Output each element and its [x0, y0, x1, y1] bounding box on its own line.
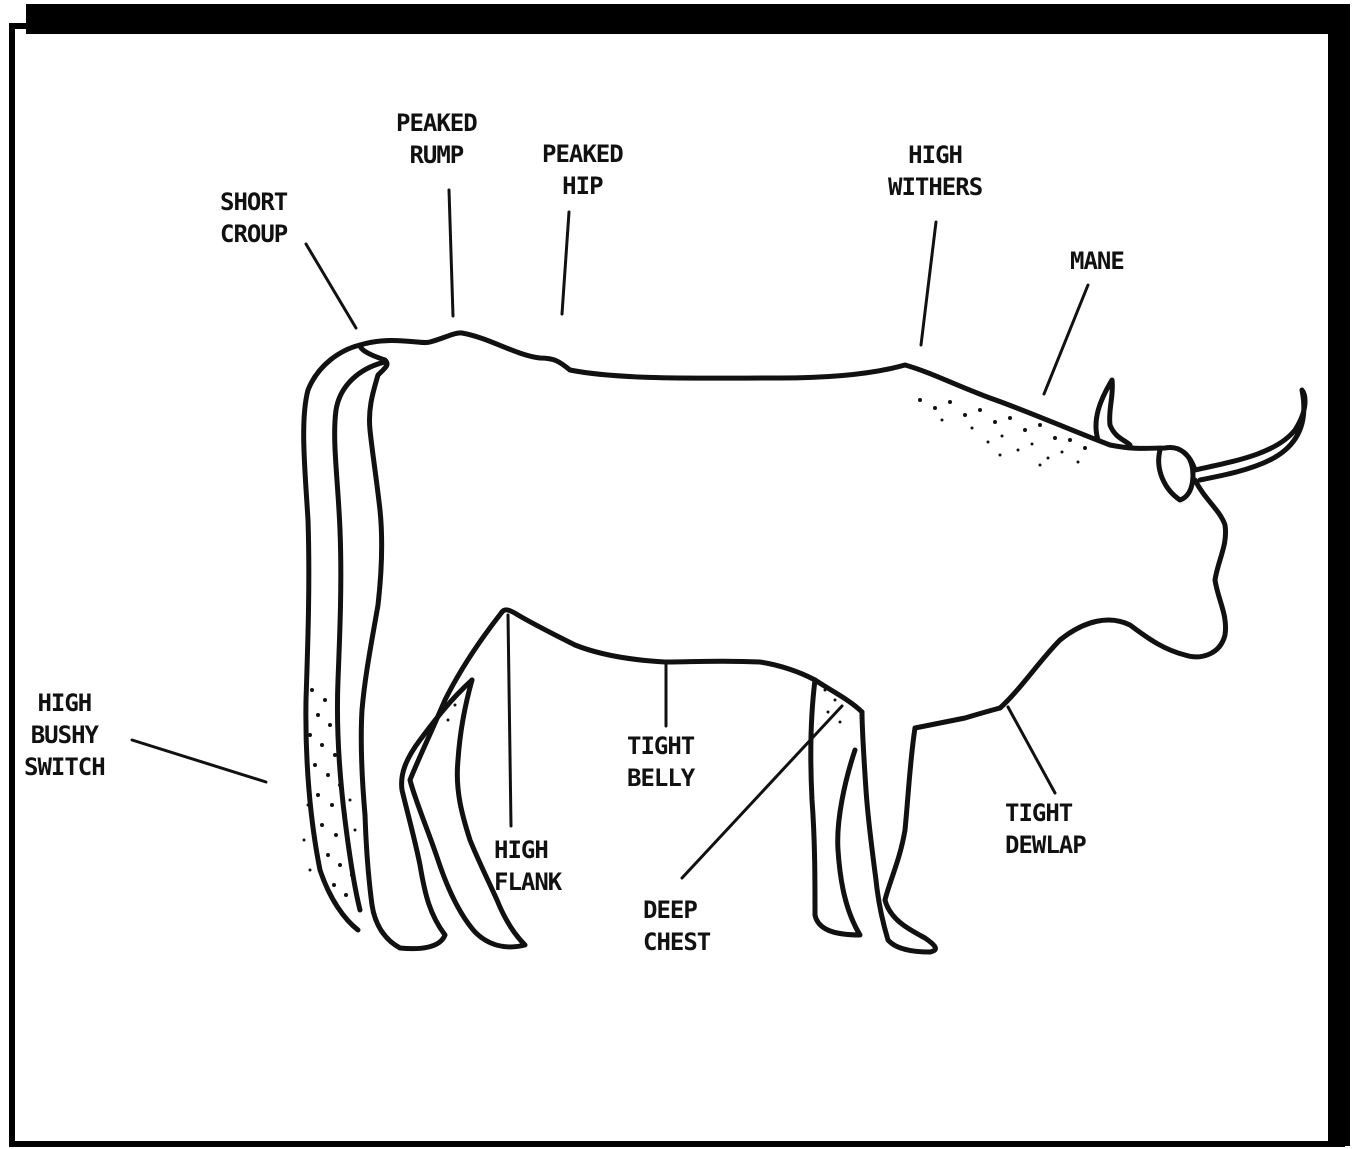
- label-deep-chest: DEEP CHEST: [643, 894, 710, 958]
- label-high-flank: HIGH FLANK: [494, 834, 561, 898]
- label-high-flank-line2: FLANK: [494, 866, 561, 898]
- label-tight-dewlap-line1: TIGHT: [1005, 797, 1086, 829]
- label-peaked-rump-line1: PEAKED: [396, 107, 477, 139]
- label-tight-dewlap-line2: DEWLAP: [1005, 829, 1086, 861]
- label-short-croup-line2: CROUP: [220, 218, 287, 250]
- label-tight-belly-line1: TIGHT: [627, 730, 694, 762]
- label-deep-chest-line2: CHEST: [643, 926, 710, 958]
- label-peaked-hip-line1: PEAKED: [542, 138, 623, 170]
- label-high-withers: HIGH WITHERS: [888, 139, 982, 203]
- label-peaked-hip: PEAKED HIP: [542, 138, 623, 202]
- label-high-flank-line1: HIGH: [494, 834, 561, 866]
- label-high-bushy-switch-line1: HIGH: [24, 687, 105, 719]
- label-mane-line1: MANE: [1070, 245, 1124, 277]
- label-high-withers-line1: HIGH: [888, 139, 982, 171]
- label-mane: MANE: [1070, 245, 1124, 277]
- label-high-bushy-switch-line3: SWITCH: [24, 751, 105, 783]
- label-high-withers-line2: WITHERS: [888, 171, 982, 203]
- label-tight-belly: TIGHT BELLY: [627, 730, 694, 794]
- label-tight-dewlap: TIGHT DEWLAP: [1005, 797, 1086, 861]
- label-short-croup-line1: SHORT: [220, 186, 287, 218]
- label-deep-chest-line1: DEEP: [643, 894, 710, 926]
- label-high-bushy-switch: HIGH BUSHY SWITCH: [24, 687, 105, 783]
- label-high-bushy-switch-line2: BUSHY: [24, 719, 105, 751]
- label-peaked-rump: PEAKED RUMP: [396, 107, 477, 171]
- label-short-croup: SHORT CROUP: [220, 186, 287, 250]
- label-peaked-rump-line2: RUMP: [396, 139, 477, 171]
- label-peaked-hip-line2: HIP: [542, 170, 623, 202]
- label-tight-belly-line2: BELLY: [627, 762, 694, 794]
